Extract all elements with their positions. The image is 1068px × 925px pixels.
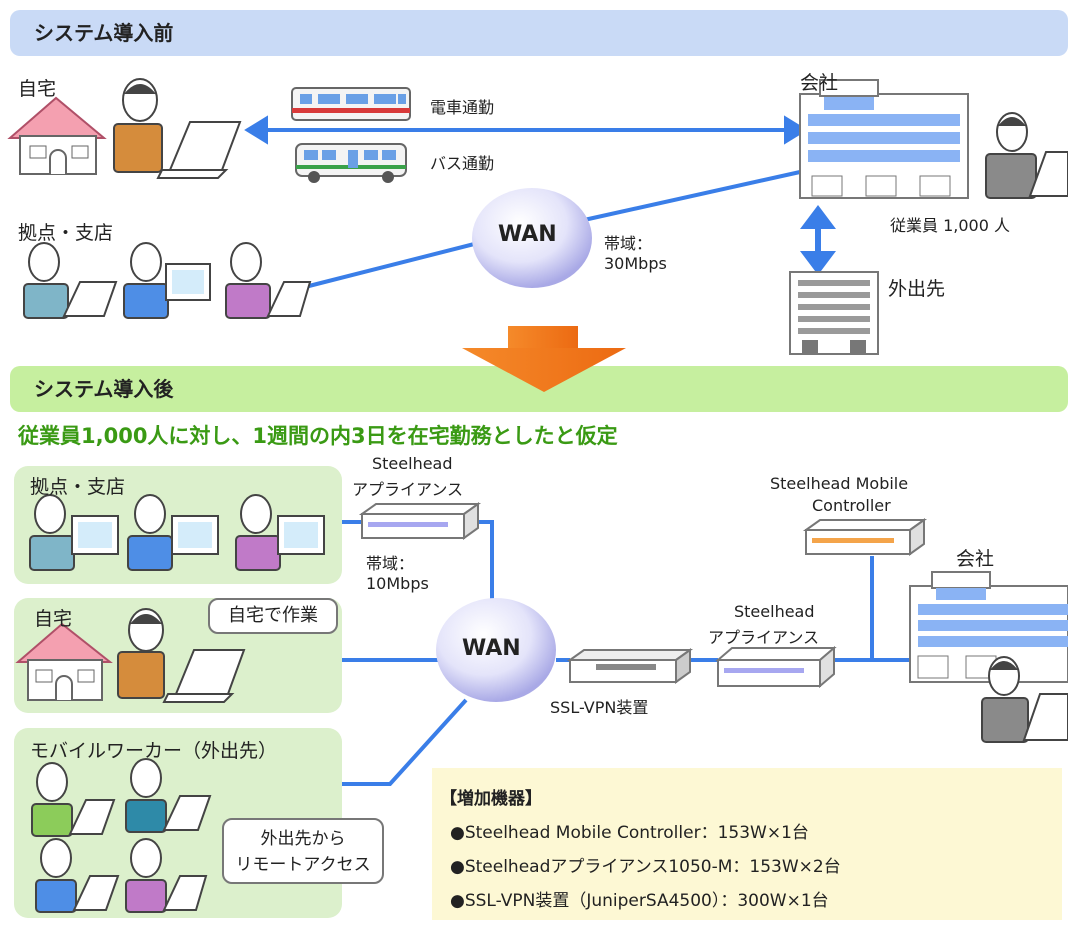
- bandwidth-label-before: 帯域：: [604, 234, 653, 253]
- branch-label-before: 拠点・支店: [18, 222, 114, 244]
- steelhead-hq-line1: Steelhead: [734, 602, 815, 621]
- company-label-after: 会社: [956, 548, 995, 570]
- home-label-before: 自宅: [18, 78, 57, 100]
- steelhead-wan-line: [476, 520, 494, 610]
- sslvpn-label: SSL-VPN装置: [550, 698, 649, 717]
- outside-building-icon: [789, 271, 879, 355]
- added-equipment-title: 【増加機器】: [440, 789, 542, 809]
- mobile-worker-label: モバイルワーカー（外出先）: [30, 740, 278, 762]
- wan-cloud-before: [472, 188, 592, 288]
- bandwidth-value-before: 30Mbps: [604, 254, 667, 273]
- banner-before: システム導入前: [10, 10, 1068, 56]
- employees-label: 従業員 1,000 人: [890, 216, 1010, 235]
- wan-cloud-after: [436, 598, 556, 702]
- bus-icon: [295, 143, 407, 183]
- person-home-after: [117, 608, 246, 703]
- steelhead-appliance-branch-icon: [358, 502, 482, 540]
- bandwidth-label-after: 帯域：: [366, 554, 415, 573]
- sslvpn-device-icon: [566, 648, 694, 684]
- smc-line2: Controller: [812, 496, 891, 515]
- wan-label-before: WAN: [498, 222, 557, 247]
- company-label-before: 会社: [800, 72, 839, 94]
- person-home-before: [113, 78, 242, 179]
- steelhead-appliance-hq-icon: [715, 645, 837, 689]
- employee-before: [985, 112, 1068, 199]
- branch-people-after: [29, 494, 325, 571]
- company-building-after: [909, 571, 1068, 683]
- train-label: 電車通勤: [430, 98, 495, 117]
- remote-access-line1: 外出先から: [260, 829, 346, 849]
- train-icon: [291, 87, 411, 121]
- bus-label: バス通勤: [430, 154, 495, 173]
- house-icon-before: [7, 96, 107, 175]
- wan-company-line: [574, 170, 801, 224]
- mobile-workers-icon: [31, 758, 212, 913]
- mobile-controller-icon: [802, 518, 928, 556]
- added-equipment-box: [432, 768, 1062, 920]
- outside-label: 外出先: [888, 278, 946, 300]
- branch-people-before: [23, 242, 312, 319]
- company-outside-arrow: [800, 205, 836, 275]
- steelhead-branch-line2: アプライアンス: [352, 480, 464, 499]
- remote-access-bubble: 外出先から リモートアクセス: [222, 818, 384, 884]
- assumption-text: 従業員1,000人に対し、1週間の内3日を在宅勤務としたと仮定: [18, 424, 618, 448]
- branch-label-after: 拠点・支店: [30, 476, 126, 498]
- added-item-2: ●Steelheadアプライアンス1050-M：153W×2台: [450, 857, 841, 877]
- transition-arrow-icon: [462, 326, 626, 392]
- house-icon-after: [15, 622, 113, 701]
- smc-line1: Steelhead Mobile: [770, 474, 909, 493]
- branch-wan-line: [304, 238, 491, 289]
- commute-arrow: [244, 115, 808, 145]
- company-building-before: [799, 79, 969, 199]
- steelhead-branch-line1: Steelhead: [372, 454, 453, 473]
- remote-access-line2: リモートアクセス: [235, 855, 371, 875]
- home-work-bubble: 自宅で作業: [208, 598, 338, 634]
- home-label-after: 自宅: [34, 608, 73, 630]
- steelhead-hq-line2: アプライアンス: [708, 628, 820, 647]
- bandwidth-value-after: 10Mbps: [366, 574, 429, 593]
- banner-after: システム導入後: [10, 366, 1068, 412]
- wan-label-after: WAN: [462, 636, 521, 661]
- mobile-wan-line: [342, 698, 468, 786]
- employee-after: [981, 656, 1068, 743]
- added-item-1: ●Steelhead Mobile Controller：153W×1台: [450, 823, 809, 843]
- added-item-3: ●SSL-VPN装置（JuniperSA4500）：300W×1台: [450, 891, 829, 911]
